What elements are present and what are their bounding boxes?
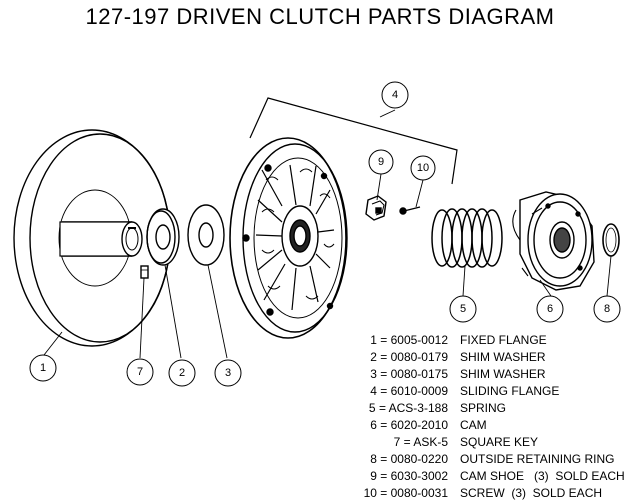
diagram-title: 127-197 DRIVEN CLUTCH PARTS DIAGRAM	[85, 4, 555, 29]
part-number: 6030-3002	[390, 469, 448, 483]
callout-8: 8	[604, 303, 610, 315]
callout-9: 9	[378, 156, 384, 168]
callout-5: 5	[460, 303, 466, 315]
part-description: SHIM WASHER	[460, 350, 546, 364]
part-description: SPRING	[460, 401, 507, 415]
part-description: SCREW (3) SOLD EACH	[460, 486, 603, 500]
callout-10: 10	[417, 162, 429, 174]
callout-7: 7	[137, 366, 143, 378]
callout-circles	[29, 81, 621, 387]
shim-washer-2-drawing	[146, 208, 180, 266]
square-key-drawing	[140, 265, 149, 279]
screw-drawing	[399, 206, 421, 215]
part-id: 3	[370, 367, 377, 381]
part-number: 0080-0179	[390, 350, 448, 364]
callout-6: 6	[547, 303, 553, 315]
cam-shoe-drawing	[365, 195, 387, 221]
callout-1: 1	[40, 362, 46, 374]
part-number: 0080-0175	[390, 367, 448, 381]
part-number: 6010-0009	[390, 384, 448, 398]
part-description: FIXED FLANGE	[460, 333, 547, 347]
part-id: 9	[370, 469, 377, 483]
part-number: ACS-3-188	[388, 401, 448, 415]
part-description: SQUARE KEY	[460, 435, 539, 449]
part-id: 7	[393, 435, 401, 449]
part-number: 6020-2010	[390, 418, 448, 432]
callout-2: 2	[179, 367, 185, 379]
part-id: 10	[363, 486, 377, 500]
callout-4: 4	[392, 89, 398, 101]
part-description: CAM	[460, 418, 487, 432]
part-id: 2	[370, 350, 377, 364]
part-number: 0080-0031	[390, 486, 448, 500]
part-id: 6	[370, 418, 377, 432]
retaining-ring-drawing	[602, 223, 620, 257]
shim-washer-3-drawing	[187, 204, 225, 266]
cam-drawing	[512, 191, 595, 291]
part-description: CAM SHOE (3) SOLD EACH	[460, 469, 625, 483]
part-id: 8	[370, 452, 377, 466]
part-id: 1	[370, 333, 377, 347]
leader-lines	[43, 109, 612, 359]
part-id: 5	[368, 401, 376, 415]
part-number: ASK-5	[413, 435, 448, 449]
part-id: 4	[370, 384, 377, 398]
part-description: OUTSIDE RETAINING RING	[460, 452, 615, 466]
part-number: 6005-0012	[390, 333, 448, 347]
part-description: SLIDING FLANGE	[460, 384, 560, 398]
callout-3: 3	[225, 367, 231, 379]
part-number: 0080-0220	[390, 452, 448, 466]
spring-drawing	[431, 208, 503, 268]
group-bracket	[249, 97, 458, 185]
part-description: SHIM WASHER	[460, 367, 546, 381]
sliding-flange-drawing	[229, 137, 348, 339]
